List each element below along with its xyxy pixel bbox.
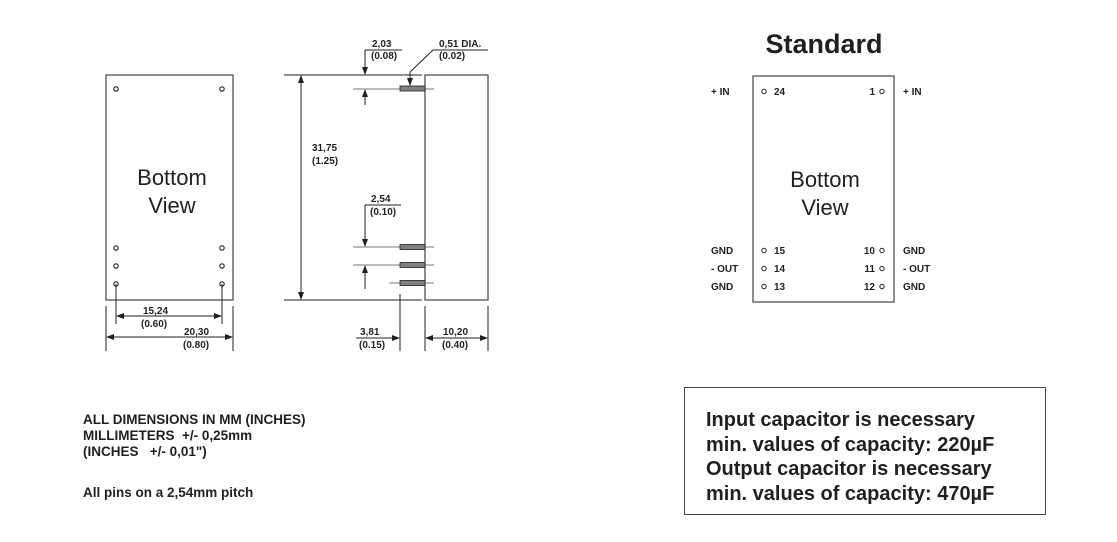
dim-pin-spacing-inch: (0.60) xyxy=(141,319,167,330)
dim-pin-diameter-leader xyxy=(407,49,488,86)
pinout-bottom-view-label-2: View xyxy=(801,195,848,220)
dim-pin-offset-inch: (0.08) xyxy=(371,51,397,62)
pin xyxy=(399,244,426,250)
pin-signal: GND xyxy=(711,282,733,293)
pinout-bottom-view-label-1: Bottom xyxy=(790,167,860,192)
pin xyxy=(399,85,426,92)
pin xyxy=(399,280,426,286)
side-view-extension-lines xyxy=(284,74,422,301)
dim-pitch-inch: (0.10) xyxy=(370,207,396,218)
dim-body-depth-mm: 10,20 xyxy=(443,327,468,338)
pin-hole xyxy=(113,263,119,269)
dim-width-mm: 20,30 xyxy=(184,327,209,338)
pin-hole xyxy=(219,86,225,92)
pin-number: 15 xyxy=(774,246,786,257)
pin-hole xyxy=(113,86,119,92)
pin-row: - OUT 14 xyxy=(711,264,786,275)
dim-width-inch: (0.80) xyxy=(183,340,209,351)
pinout-title: Standard xyxy=(765,29,882,59)
pin-row: GND 13 xyxy=(711,282,786,293)
pin-row: 1 + IN xyxy=(869,87,921,98)
pin-row: 12 GND xyxy=(864,282,925,293)
capacitor-note-box: Input capacitor is necessary min. values… xyxy=(684,387,1046,515)
capacitor-line-2: min. values of capacity: 220µF xyxy=(706,433,995,456)
pin-number: 10 xyxy=(864,246,876,257)
pin-number: 12 xyxy=(864,282,876,293)
dim-body-depth-inch: (0.40) xyxy=(442,340,468,351)
pin-signal: - OUT xyxy=(711,264,738,275)
pin-row: 11 - OUT xyxy=(864,264,930,275)
side-view-pins xyxy=(353,85,434,286)
pin-signal: GND xyxy=(903,282,925,293)
pin xyxy=(399,262,426,268)
dim-pin-spacing-mm: 15,24 xyxy=(143,306,168,317)
pinout-right: 1 + IN 10 GND 11 - OUT 12 GND xyxy=(864,87,930,293)
dim-pin-length-inch: (0.15) xyxy=(359,340,385,351)
pin-number: 11 xyxy=(864,264,875,275)
note-line-2: MILLIMETERS +/- 0,25mm xyxy=(83,428,253,443)
bottom-view-outline xyxy=(105,74,234,301)
pin-number: 13 xyxy=(774,282,786,293)
dim-height-mm: 31,75 xyxy=(312,143,337,154)
dim-pin-length-mm: 3,81 xyxy=(360,327,380,338)
bottom-view-label-1: Bottom xyxy=(137,165,207,190)
capacitor-line-3: Output capacitor is necessary xyxy=(706,458,992,480)
pin-row: + IN 24 xyxy=(711,87,786,98)
pin-signal: + IN xyxy=(711,87,730,98)
pin-number: 14 xyxy=(774,264,786,275)
capacitor-line-4: min. values of capacity: 470µF xyxy=(706,482,995,505)
dim-pin-diameter-mm: 0,51 DIA. xyxy=(439,39,481,50)
note-line-3: (INCHES +/- 0,01") xyxy=(83,444,207,459)
dimension-notes: ALL DIMENSIONS IN MM (INCHES) MILLIMETER… xyxy=(83,412,306,460)
dim-pin-offset-mm: 2,03 xyxy=(372,39,392,50)
pinout-left: + IN 24 GND 15 - OUT 14 GND 13 xyxy=(711,87,786,293)
pin-signal: GND xyxy=(903,246,925,257)
pin-hole xyxy=(113,245,119,251)
note-line-1: ALL DIMENSIONS IN MM (INCHES) xyxy=(83,412,306,427)
dim-bottom-side-lines xyxy=(356,294,489,351)
bottom-view-pins xyxy=(113,86,225,287)
dim-height-inch: (1.25) xyxy=(312,156,338,167)
dim-pin-offset-lines xyxy=(362,49,402,105)
pin-signal: - OUT xyxy=(903,264,930,275)
pin-number: 1 xyxy=(869,87,875,98)
dim-pitch-mm: 2,54 xyxy=(371,194,391,205)
dim-pitch-lines xyxy=(362,204,401,289)
pin-signal: + IN xyxy=(903,87,922,98)
bottom-view-label-2: View xyxy=(148,193,195,218)
side-view-body xyxy=(424,74,489,301)
pin-hole xyxy=(219,263,225,269)
pinout-outline xyxy=(752,75,895,303)
pin-number: 24 xyxy=(774,87,786,98)
pin-hole xyxy=(219,245,225,251)
dim-lines-left xyxy=(105,284,234,351)
pin-row: 10 GND xyxy=(864,246,925,257)
capacitor-line-1: Input capacitor is necessary xyxy=(706,409,976,431)
dim-pin-diameter-inch: (0.02) xyxy=(439,51,465,62)
pin-signal: GND xyxy=(711,246,733,257)
pitch-note: All pins on a 2,54mm pitch xyxy=(83,485,254,500)
pin-row: GND 15 xyxy=(711,246,786,257)
